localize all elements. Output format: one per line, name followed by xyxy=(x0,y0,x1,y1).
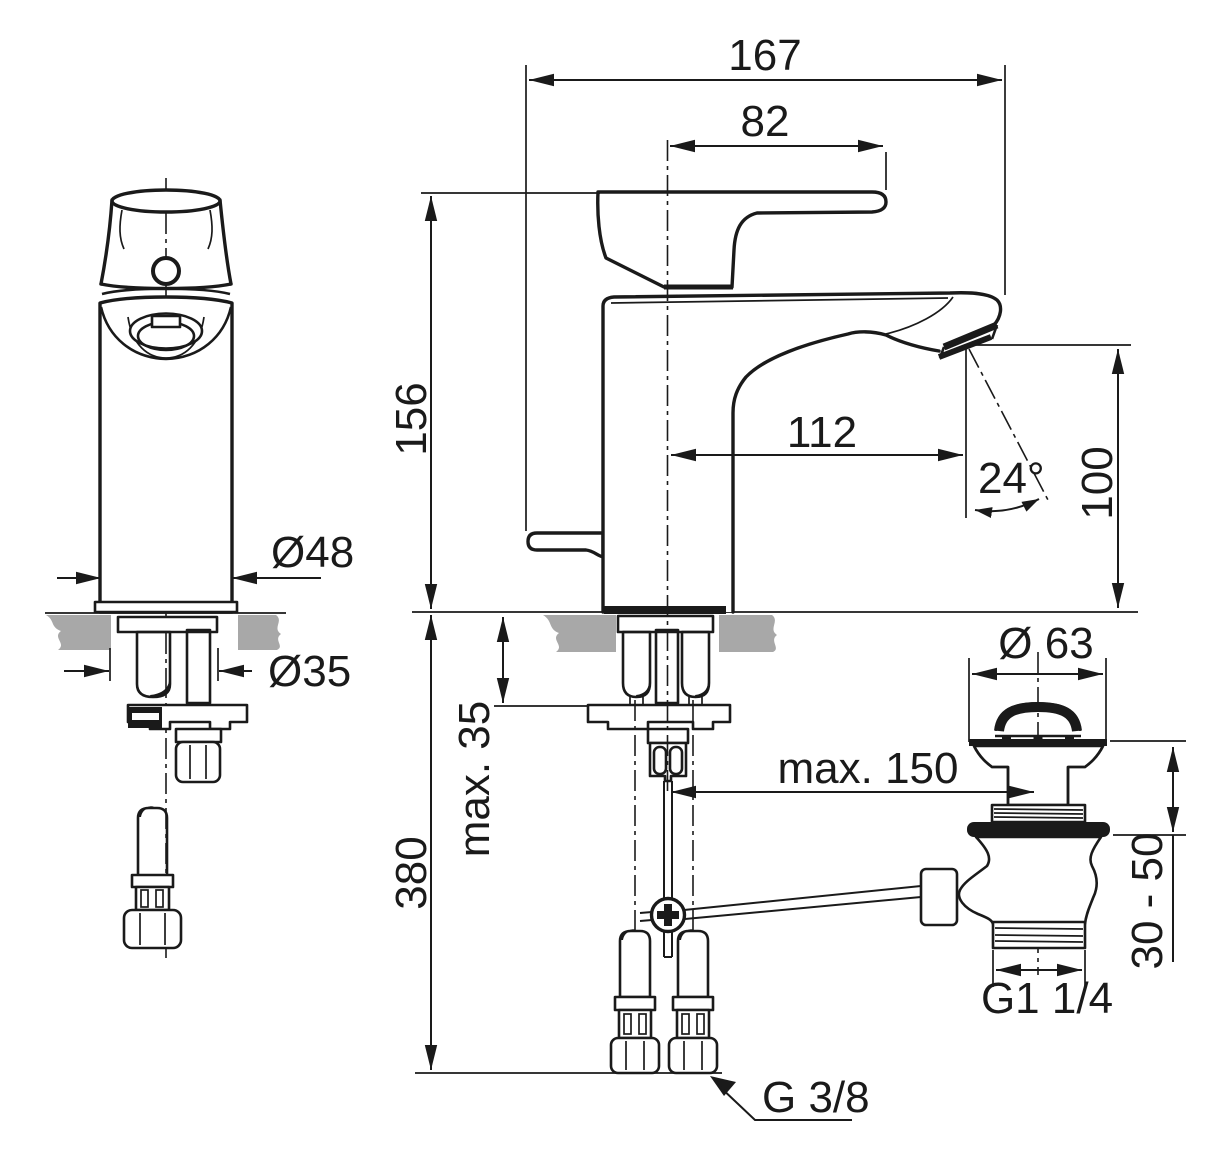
deck-cut-left-side xyxy=(543,615,616,652)
dim-waste-plug-diameter-label: Ø 63 xyxy=(998,619,1093,668)
body-silhouette xyxy=(603,292,1001,612)
dim-hole-diameter-label: Ø35 xyxy=(268,647,351,696)
clamp-plate-side xyxy=(586,703,732,731)
waste-body xyxy=(957,744,1110,950)
dim-rod-reach-label: max. 150 xyxy=(778,744,959,793)
dim-waste-clamp-range-label: 30 - 50 xyxy=(1123,833,1172,970)
dim-supply-thread: G 3/8 xyxy=(710,1073,870,1122)
deck-cut-right xyxy=(238,615,281,650)
dim-outlet-height: 100 xyxy=(968,344,1131,608)
dim-lever-length-label: 82 xyxy=(741,97,790,146)
dim-waste-thread-label: G1 1/4 xyxy=(981,974,1113,1023)
handle-knob-front xyxy=(99,188,233,291)
supply-hoses-bottom xyxy=(609,929,719,1075)
dim-outlet-height-label: 100 xyxy=(1073,446,1122,519)
base-ring-front xyxy=(93,600,239,614)
dim-supply-thread-label: G 3/8 xyxy=(762,1073,870,1122)
dim-hole-diameter: Ø35 xyxy=(64,647,351,696)
dim-total-depth-label: 167 xyxy=(728,31,801,80)
handle-screw-hole xyxy=(151,256,181,286)
dim-body-height: 156 xyxy=(387,192,600,609)
dim-max-deck-thickness: max. 35 xyxy=(450,617,589,857)
side-view xyxy=(412,140,1138,1075)
popup-rod-assembly xyxy=(639,781,959,958)
deck-cut-right-side xyxy=(719,615,777,652)
dim-body-diameter-label: Ø48 xyxy=(271,528,354,577)
dim-total-depth: 167 xyxy=(525,31,1006,531)
waste-locknut xyxy=(967,822,1110,837)
tailpiece-neck-front xyxy=(174,727,223,744)
deck-cut-left xyxy=(46,615,111,650)
dim-lever-length: 82 xyxy=(670,97,887,190)
dim-body-height-label: 156 xyxy=(387,382,436,455)
mounting-hardware-front xyxy=(116,615,249,784)
waste-flange xyxy=(969,739,1107,746)
dimensions: 167 82 156 380 max. 35 112 xyxy=(387,31,1186,1122)
supply-hose-stub xyxy=(135,630,172,699)
dim-waste-thread: G1 1/4 xyxy=(981,950,1113,1023)
base-plate-side xyxy=(604,606,726,614)
threaded-rod-front xyxy=(185,628,212,705)
body-front xyxy=(93,287,239,614)
aerator-outer xyxy=(128,312,204,350)
flex-hose-front xyxy=(122,806,183,950)
front-view: Ø48 Ø35 xyxy=(45,178,354,958)
dim-waste-plug-diameter: Ø 63 xyxy=(968,619,1107,742)
spout-crease xyxy=(885,296,954,335)
dim-spout-reach: 112 xyxy=(671,408,963,462)
knurled-connector xyxy=(919,867,959,927)
dim-hose-length: 380 xyxy=(387,615,438,1070)
dim-hose-length-label: 380 xyxy=(387,836,436,909)
dim-spout-reach-label: 112 xyxy=(787,408,857,457)
popup-waste-assembly xyxy=(957,652,1110,975)
dim-spout-angle: 24° xyxy=(965,347,1049,518)
hose-hex-nut xyxy=(122,908,183,950)
lever-handle-side xyxy=(596,190,888,289)
hex-nut-front xyxy=(174,740,222,784)
pullrod-knob xyxy=(526,531,605,559)
dim-rod-reach: max. 150 xyxy=(671,744,1034,799)
dim-max-deck-thickness-label: max. 35 xyxy=(450,701,499,858)
dim-body-diameter: Ø48 xyxy=(57,528,354,585)
dim-waste-clamp-range: 30 - 50 xyxy=(1110,740,1186,970)
spout-aerator xyxy=(937,321,999,360)
dim-spout-angle-label: 24° xyxy=(978,454,1045,503)
aerator-tab xyxy=(150,314,182,329)
